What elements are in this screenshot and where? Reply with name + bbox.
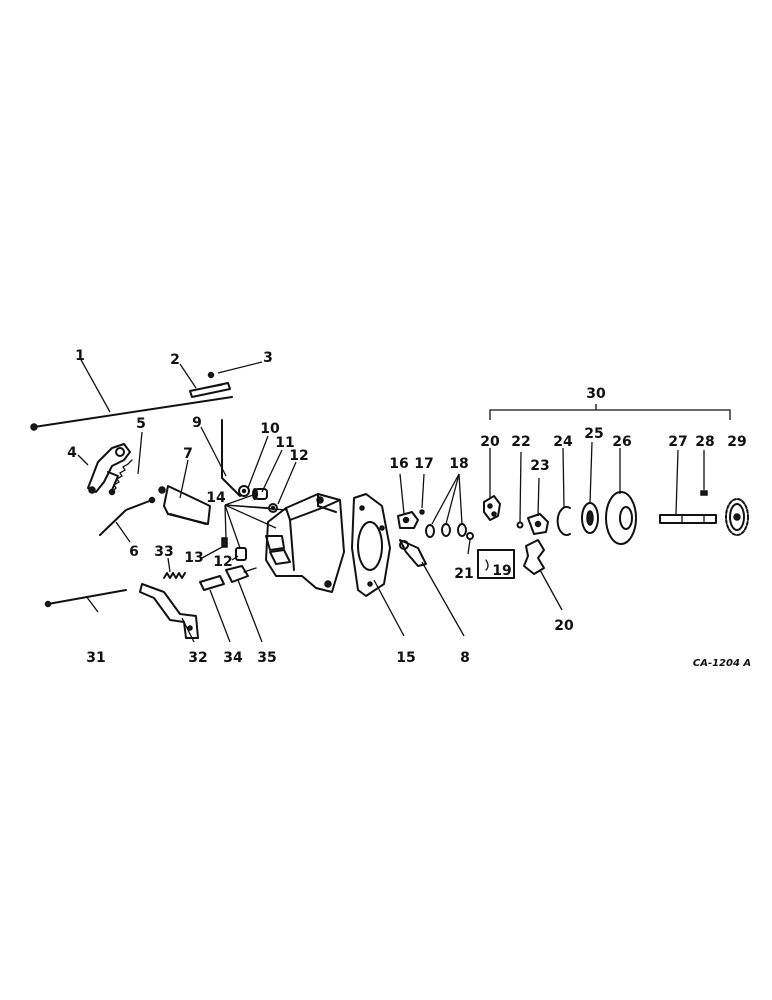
part-33-spring [163, 572, 186, 579]
callout-27: 27 [668, 434, 687, 450]
part-22-ring [516, 521, 524, 529]
callout-23: 23 [530, 458, 549, 474]
callout-16: 16 [389, 456, 408, 472]
callout-22: 22 [511, 434, 530, 450]
part-16-lever [397, 511, 419, 529]
part-1-rod [30, 396, 233, 431]
callout-30: 30 [586, 386, 606, 402]
callout-35: 35 [257, 650, 276, 666]
callout-17: 17 [414, 456, 433, 472]
part-27-shaft [659, 514, 717, 524]
callout-20-upper: 20 [480, 434, 500, 450]
part-25-bearing [581, 502, 599, 534]
part-28-key [700, 490, 708, 496]
callout-13: 13 [184, 550, 203, 566]
callout-32: 32 [188, 650, 207, 666]
callout-18: 18 [449, 456, 468, 472]
part-21-ball [466, 532, 474, 540]
housing [265, 493, 345, 593]
part-35-clevis [225, 565, 257, 583]
callout-2: 2 [170, 352, 180, 368]
part-19-plate [477, 549, 515, 579]
callout-4: 4 [67, 445, 77, 461]
part-24-snap-ring [556, 506, 571, 536]
callouts: 1 2 3 4 5 6 7 9 10 11 12 14 13 12 15 16 … [67, 348, 747, 666]
part-23-lever [527, 513, 549, 535]
part-31-rod [44, 589, 127, 608]
part-20-clip-upper [483, 495, 501, 521]
part-12-nut-upper [268, 503, 278, 513]
part-34-pin [199, 575, 225, 591]
callout-12-upper: 12 [289, 448, 308, 464]
callout-12-lower: 12 [213, 554, 232, 570]
callout-14: 14 [206, 490, 226, 506]
part-6-rod [99, 496, 156, 536]
callout-19: 19 [492, 563, 511, 579]
callout-6: 6 [129, 544, 139, 560]
part-4-bracket [87, 443, 131, 496]
part-2-clevis [189, 382, 231, 398]
callout-10: 10 [260, 421, 280, 437]
figure-code: CA-1204 A [693, 658, 751, 669]
callout-31: 31 [86, 650, 105, 666]
callout-28: 28 [695, 434, 714, 450]
part-20-clip-lower [523, 539, 545, 575]
callout-5: 5 [136, 416, 146, 432]
callout-8: 8 [460, 650, 470, 666]
part-8-bolt [399, 539, 427, 567]
callout-3: 3 [263, 350, 273, 366]
part-10-washer [238, 485, 250, 497]
part-26-disc [605, 491, 637, 545]
callout-21: 21 [454, 566, 473, 582]
part-3-pin [207, 371, 215, 379]
part-12-block-lower [235, 547, 247, 561]
part-32-crank [139, 583, 199, 639]
callout-15: 15 [396, 650, 415, 666]
part-9-shaft [221, 419, 241, 497]
callout-9: 9 [192, 415, 202, 431]
callout-26: 26 [612, 434, 631, 450]
part-15-gasket [351, 493, 391, 597]
callout-11: 11 [275, 435, 294, 451]
part-17-pin [419, 509, 425, 515]
leader-lines [77, 357, 731, 643]
callout-1: 1 [75, 348, 85, 364]
callout-25: 25 [584, 426, 603, 442]
callout-7: 7 [183, 446, 193, 462]
part-18-washers [425, 523, 467, 538]
part-29-gear [725, 498, 749, 536]
callout-29: 29 [727, 434, 746, 450]
callout-20-lower: 20 [554, 618, 574, 634]
part-7-plate [158, 485, 211, 525]
callout-34: 34 [223, 650, 243, 666]
callout-24: 24 [553, 434, 573, 450]
part-13-pin [221, 537, 228, 548]
callout-33: 33 [154, 544, 173, 560]
part-5-spring [111, 459, 133, 493]
